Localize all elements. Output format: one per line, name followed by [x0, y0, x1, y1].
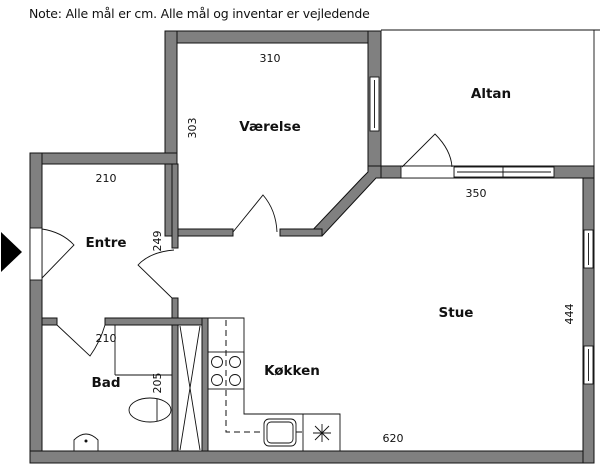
room-label-koekken: Køkken: [264, 363, 320, 379]
counter-dash: [225, 320, 264, 433]
dim-bad-width: 210: [96, 332, 117, 345]
toilet-icon: [128, 397, 172, 423]
altan-door-swing: [401, 133, 453, 168]
altan-door-opening: [400, 165, 455, 179]
room-label-stue: Stue: [439, 305, 474, 321]
wall-bad-top-left: [41, 317, 58, 326]
bathroom-fixtures: [73, 324, 203, 452]
counter-outline: [208, 317, 341, 451]
room-label-bad: Bad: [91, 375, 120, 391]
wall-bottom: [29, 450, 595, 464]
wall-left: [29, 152, 43, 464]
room-label-entre: Entre: [85, 235, 126, 251]
dim-bad-depth: 205: [151, 373, 164, 394]
wall-vaerelse-top: [164, 30, 382, 44]
dim-entre-depth: 249: [151, 231, 164, 252]
wall-bad-top-right: [104, 317, 209, 326]
wall-vaerelse-bottom-right: [279, 228, 323, 237]
entre-stue-door-swing: [137, 249, 175, 299]
sink-icon: [73, 433, 99, 451]
wall-entre-right-upper: [171, 163, 179, 249]
kitchen-sink-icon: [263, 418, 297, 447]
vaerelse-door-swing: [232, 194, 278, 233]
disclaimer-note: Note: Alle mål er cm. Alle mål og invent…: [29, 6, 370, 21]
dim-stue-bottom-width: 620: [383, 432, 404, 445]
wall-right: [582, 165, 595, 464]
wall-kitchen-divider: [201, 317, 209, 452]
room-label-altan: Altan: [471, 86, 511, 102]
room-label-vaerelse: Værelse: [239, 119, 301, 135]
wall-vaerelse-bottom-left: [176, 228, 234, 237]
dim-vaerelse-depth: 303: [186, 118, 199, 139]
front-door-swing: [41, 228, 75, 279]
dim-entre-width: 210: [96, 172, 117, 185]
wall-entre-top: [29, 152, 178, 165]
altan-outline: [381, 29, 600, 166]
doors: [29, 133, 455, 357]
kitchen-counter: [207, 317, 341, 451]
bad-door-swing: [56, 324, 106, 357]
dim-stue-top-width: 350: [466, 187, 487, 200]
dim-stue-depth: 444: [563, 304, 576, 325]
dim-vaerelse-width: 310: [260, 52, 281, 65]
windows: [369, 76, 594, 385]
wall-diagonal: [305, 165, 382, 237]
fridge-icon: [313, 424, 331, 442]
entrance-arrow-icon: [1, 232, 22, 272]
front-door-opening: [29, 227, 43, 281]
closet-icon: [177, 324, 203, 452]
